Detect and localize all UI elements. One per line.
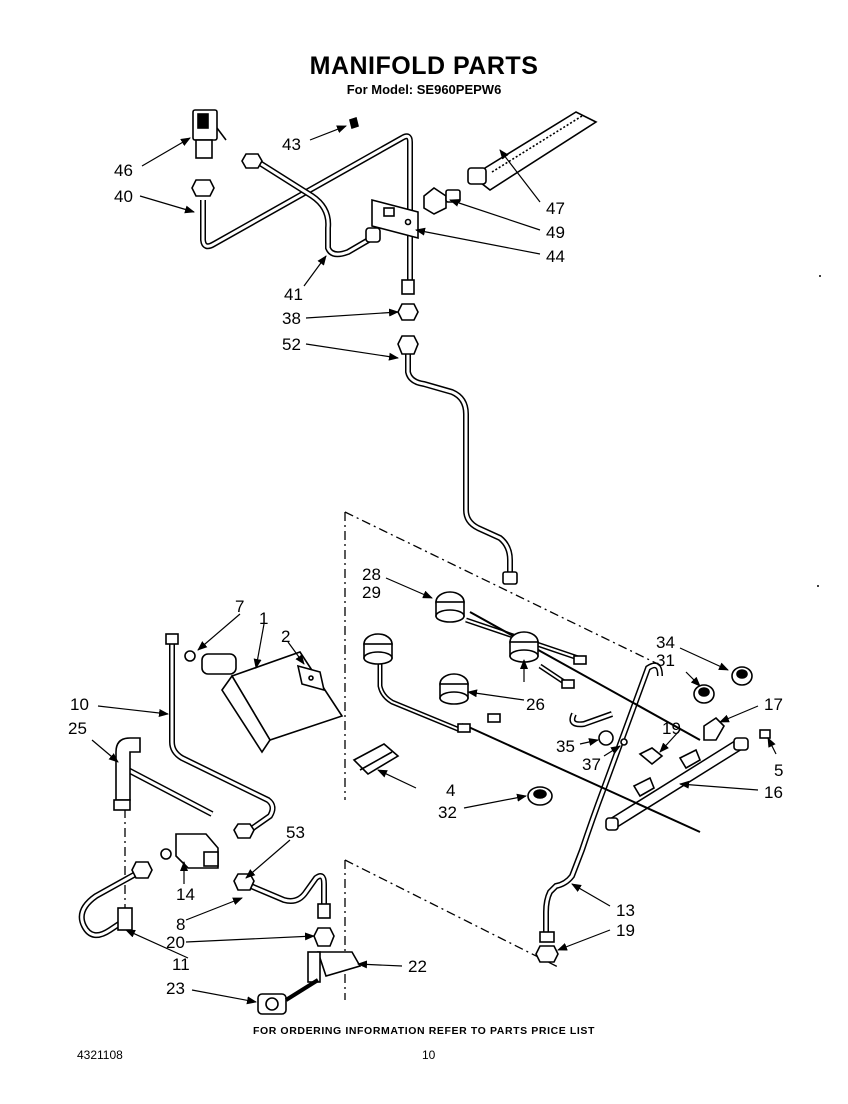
callout-10: 10: [70, 695, 89, 714]
callout-44: 44: [546, 247, 565, 266]
callout-13: 13: [616, 901, 635, 920]
callout-19-lower: 19: [616, 921, 635, 940]
model-subtitle: For Model: SE960PEPW6: [346, 82, 502, 97]
callout-5: 5: [774, 761, 783, 780]
callout-20: 20: [166, 933, 185, 952]
callout-11: 11: [172, 955, 190, 974]
left-components: [113, 633, 362, 1015]
leader-arrows: [91, 125, 777, 1005]
callout-41: 41: [284, 285, 303, 304]
callout-34: 34: [656, 633, 675, 652]
callout-52: 52: [282, 335, 301, 354]
right-tubing: [377, 611, 744, 936]
callout-23: 23: [166, 979, 185, 998]
callout-43: 43: [282, 135, 301, 154]
callout-40: 40: [114, 187, 133, 206]
upper-components: [191, 109, 598, 585]
callout-29: 29: [362, 583, 381, 602]
callout-49: 49: [546, 223, 565, 242]
callout-32: 32: [438, 803, 457, 822]
callout-35: 35: [556, 737, 575, 756]
callout-22: 22: [408, 957, 427, 976]
document-number: 4321108: [77, 1048, 123, 1062]
callout-53: 53: [286, 823, 305, 842]
callout-1: 1: [259, 609, 268, 628]
scan-specks: [817, 275, 821, 587]
page-title: MANIFOLD PARTS: [309, 52, 539, 80]
callout-19-upper: 19: [662, 719, 681, 738]
right-components: [352, 591, 771, 963]
callout-46: 46: [114, 161, 133, 180]
callout-28: 28: [362, 565, 381, 584]
page-number: 10: [422, 1048, 436, 1062]
callout-labels: 43 46 40 47 49 44 41 38 52 28 29 7 1 2 3…: [68, 135, 783, 998]
upper-tubing: [200, 133, 513, 578]
callout-25: 25: [68, 719, 87, 738]
callout-31: 31: [656, 651, 675, 670]
callout-37: 37: [582, 755, 601, 774]
callout-2: 2: [281, 627, 290, 646]
callout-14: 14: [176, 885, 195, 904]
callout-47: 47: [546, 199, 565, 218]
ordering-note: FOR ORDERING INFORMATION REFER TO PARTS …: [252, 1025, 596, 1037]
callout-8: 8: [176, 915, 185, 934]
callout-38: 38: [282, 309, 301, 328]
callout-4: 4: [446, 781, 455, 800]
callout-17: 17: [764, 695, 783, 714]
callout-16: 16: [764, 783, 783, 802]
callout-7: 7: [235, 597, 244, 616]
assembly-guides: [124, 511, 661, 1000]
left-tubing: [78, 640, 327, 939]
callout-26: 26: [526, 695, 545, 714]
